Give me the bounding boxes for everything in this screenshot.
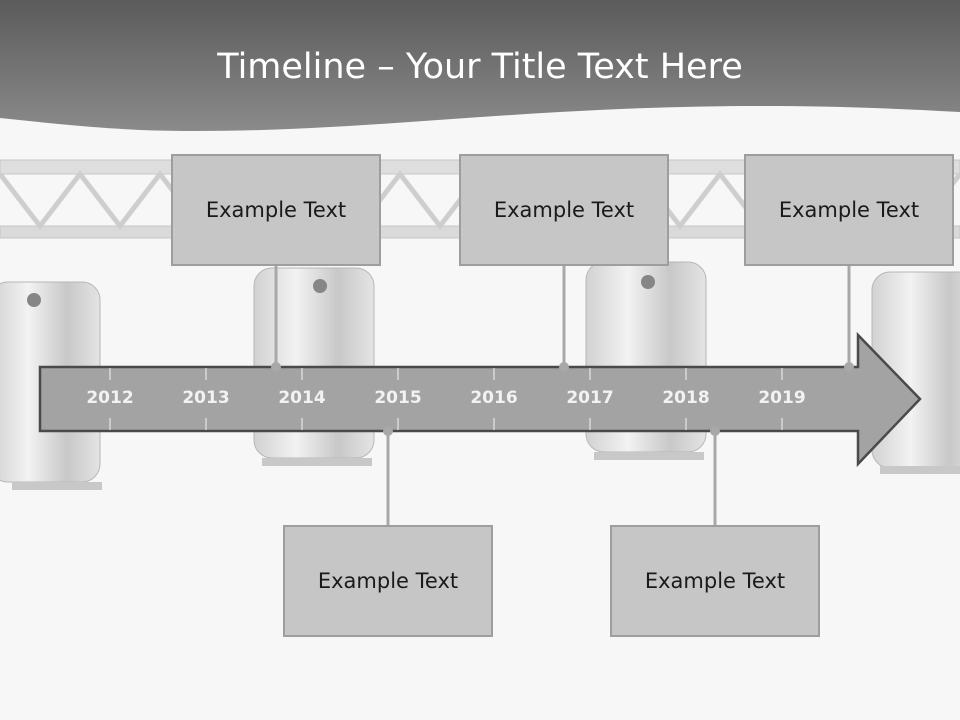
year-label: 2019	[758, 388, 805, 408]
year-label: 2012	[86, 388, 133, 408]
year-label: 2018	[662, 388, 709, 408]
timeline-arrow-group: 2012 2013 2014 2015 2016 2017 2018 2019	[38, 331, 922, 468]
header-band	[0, 0, 960, 131]
event-marker-dot	[844, 362, 854, 372]
year-label: 2013	[182, 388, 229, 408]
timeline-arrow	[38, 331, 922, 468]
year-label: 2016	[470, 388, 517, 408]
year-label: 2014	[278, 388, 325, 408]
event-text-box[interactable]: Example Text	[283, 525, 493, 637]
event-marker-dot	[559, 362, 569, 372]
event-text-box[interactable]: Example Text	[459, 154, 669, 266]
event-marker-dot	[710, 426, 720, 436]
event-marker-dot	[383, 426, 393, 436]
event-text-box[interactable]: Example Text	[744, 154, 954, 266]
slide-title: Timeline – Your Title Text Here	[217, 47, 743, 87]
event-connectors	[274, 266, 851, 525]
event-marker-dot	[271, 362, 281, 372]
year-label: 2017	[566, 388, 613, 408]
event-text-box[interactable]: Example Text	[610, 525, 820, 637]
event-markers	[271, 362, 854, 436]
year-label: 2015	[374, 388, 421, 408]
event-text-box[interactable]: Example Text	[171, 154, 381, 266]
